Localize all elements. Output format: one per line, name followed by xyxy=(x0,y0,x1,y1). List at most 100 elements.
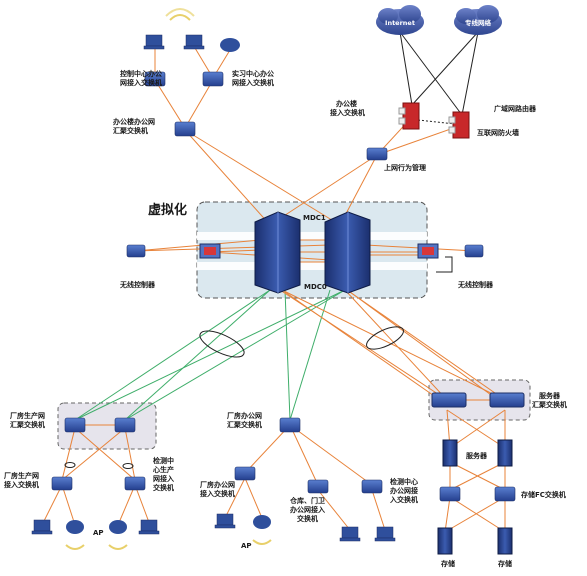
pc-icon xyxy=(214,513,236,529)
behavior-mgmt-label: 上网行为管理 xyxy=(384,163,426,172)
inspection-prod-label-4: 交换机 xyxy=(153,483,174,492)
inspection-prod-label-2: 心生产 xyxy=(153,465,174,474)
wlc-left-label: 无线控制器 xyxy=(119,280,156,289)
plant-prod-agg-label-1: 厂房生产网 xyxy=(10,411,45,420)
wan-links xyxy=(399,31,479,125)
storage-a xyxy=(437,527,453,555)
storage-fc-switch-a xyxy=(439,486,461,502)
wlc-right-label: 无线控制器 xyxy=(457,280,494,289)
plant-prod-access-label-1: 厂房生产网 xyxy=(4,471,39,480)
link-bundle-small-1 xyxy=(64,462,76,468)
plant-prod-access-label-2: 接入交换机 xyxy=(4,480,39,489)
internet-cloud: Internet xyxy=(376,5,424,35)
wifi-icon xyxy=(108,544,128,550)
pc-icon xyxy=(339,526,361,542)
servers-label: 服务器 xyxy=(466,451,488,460)
ap-icon xyxy=(253,515,271,529)
plant-office-agg-label-1: 厂房办公网 xyxy=(227,411,262,420)
server-agg-label-2: 汇聚交换机 xyxy=(532,400,567,409)
storage-right-label: 存储 xyxy=(498,559,512,568)
green-links xyxy=(74,289,346,421)
top-links xyxy=(154,47,463,226)
plant-prod-agg-switch-b xyxy=(114,417,136,433)
office-agg-label-1: 办公楼办公网 xyxy=(113,117,155,126)
office-access-label-2: 接入交换机 xyxy=(330,108,365,117)
plant-prod-agg-label-2: 汇聚交换机 xyxy=(10,420,45,429)
plant-office-agg-label-2: 汇聚交换机 xyxy=(227,420,262,429)
inspection-prod-access-device xyxy=(124,476,146,491)
pc-icon xyxy=(374,526,396,542)
wan-router-label: 广域网路由器 xyxy=(494,104,537,113)
link-bundle-left xyxy=(199,330,245,358)
inspection-office-label-3: 入交换机 xyxy=(389,495,418,504)
ap-icon xyxy=(109,520,127,534)
pc-icon xyxy=(138,519,160,535)
storage-left-label: 存储 xyxy=(441,559,455,568)
inspection-prod-label-1: 检测中 xyxy=(153,456,174,465)
storage-fc-switch-b xyxy=(494,486,516,502)
server-agg-label-1: 服务器 xyxy=(539,391,561,400)
control-center-switch-device xyxy=(144,71,166,87)
labels: 控制中心办公 网接入交换机 实习中心办公 网接入交换机 办公楼办公网 汇聚交换机… xyxy=(4,69,567,568)
plant-office-access-label-2: 接入交换机 xyxy=(200,489,235,498)
inspection-office-label-2: 办公网接 xyxy=(390,486,418,495)
office-agg-label-2: 汇聚交换机 xyxy=(113,126,148,135)
warehouse-label-3: 交换机 xyxy=(297,514,318,523)
plant-prod-access-device xyxy=(51,476,73,491)
virtualization-label: 虚拟化 xyxy=(148,202,187,218)
mdc1-label: MDC1 xyxy=(303,214,326,222)
core-switch-mdc0 xyxy=(324,211,371,294)
server-agg-switch-b xyxy=(489,392,525,408)
ap-left-label: AP xyxy=(93,529,104,537)
office-access-switch-device xyxy=(366,147,388,161)
warehouse-access-device xyxy=(307,479,329,494)
training-center-switch-device xyxy=(202,71,224,87)
ap-icon xyxy=(220,38,240,52)
firewall-device xyxy=(448,111,470,139)
training-center-label-1: 实习中心办公 xyxy=(232,69,274,78)
plant-office-agg-device xyxy=(279,417,301,433)
plant-office-access-label-1: 厂房办公网 xyxy=(200,480,235,489)
wifi-icon xyxy=(252,539,272,545)
office-access-label-1: 办公楼 xyxy=(336,99,357,108)
wifi-icon xyxy=(65,544,85,550)
ap-icons xyxy=(65,8,272,550)
ap-mid-label: AP xyxy=(241,542,252,550)
training-center-label-2: 网接入交换机 xyxy=(232,78,274,87)
control-center-label-2: 网接入交换机 xyxy=(120,78,162,87)
wlc-left-device xyxy=(126,244,146,258)
warehouse-label-2: 办公网接入 xyxy=(290,505,325,514)
internet-label: Internet xyxy=(385,19,415,27)
switches xyxy=(51,71,516,502)
mdc0-label: MDC0 xyxy=(304,283,327,291)
core-switch-mdc1 xyxy=(254,211,301,294)
pc-icon xyxy=(31,519,53,535)
plant-office-access-device xyxy=(234,466,256,481)
orange-down-links xyxy=(279,289,506,401)
server-agg-switch-a xyxy=(431,392,467,408)
warehouse-label-1: 仓库、门卫 xyxy=(289,496,325,505)
wifi-icon xyxy=(165,8,195,21)
inspection-office-label-1: 检测中心 xyxy=(390,477,418,486)
storage-fc-label: 存储FC交换机 xyxy=(521,490,566,499)
virtual-firewall-right xyxy=(417,243,439,259)
lower-links xyxy=(41,399,506,533)
pc-icon xyxy=(183,34,205,50)
storage-b xyxy=(497,527,513,555)
pc-icon xyxy=(143,34,165,50)
wlc-right-device xyxy=(464,244,484,258)
server-a xyxy=(442,439,458,467)
wan-router-device xyxy=(398,102,420,130)
private-net-label: 专线网络 xyxy=(465,18,492,27)
private-net-cloud: 专线网络 xyxy=(454,5,502,35)
pcs xyxy=(31,34,396,542)
link-bundle-small-2 xyxy=(122,463,134,469)
virtual-firewall-left xyxy=(199,243,221,259)
plant-prod-agg-switch-a xyxy=(64,417,86,433)
inspection-prod-label-3: 网接入 xyxy=(153,474,174,483)
control-center-label-1: 控制中心办公 xyxy=(120,69,162,78)
ap-icon xyxy=(66,520,84,534)
server-b xyxy=(497,439,513,467)
